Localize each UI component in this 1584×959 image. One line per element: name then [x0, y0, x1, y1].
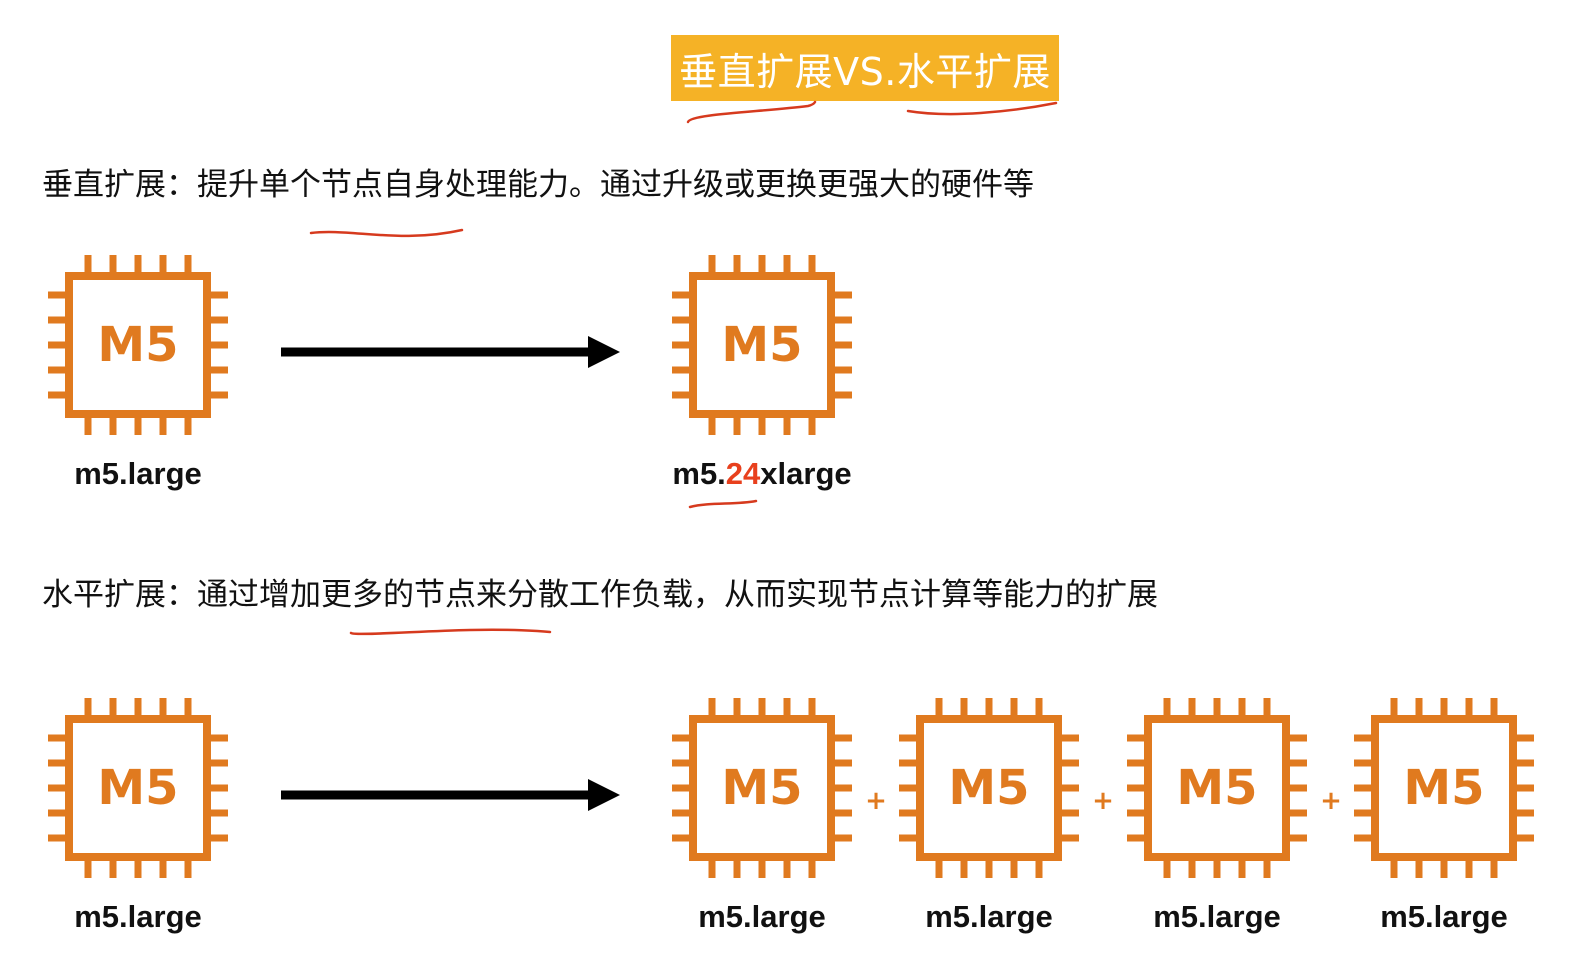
title-underline-right	[906, 101, 1058, 116]
vertical-to-label: m5.24xlarge	[652, 456, 872, 492]
chip-icon-horizontal-to-4: M5	[1352, 696, 1536, 880]
chip-text: M5	[97, 317, 179, 373]
vertical-keyword-underline	[309, 228, 464, 238]
horizontal-from-label: m5.large	[74, 899, 202, 934]
diagram-title: 垂直扩展VS.水平扩展	[671, 35, 1059, 101]
title-underline-left	[686, 100, 817, 124]
plus-icon: +	[1320, 786, 1342, 816]
plus-icon: +	[1092, 786, 1114, 816]
chip-icon-horizontal-from: M5	[46, 696, 230, 880]
chip-text: M5	[1176, 760, 1258, 816]
chip-icon-vertical-from: M5	[46, 253, 230, 437]
chip-icon-horizontal-to-3: M5	[1125, 696, 1309, 880]
chip-text: M5	[97, 760, 179, 816]
horizontal-arrow-icon	[281, 779, 620, 811]
chip-text: M5	[721, 760, 803, 816]
vertical-scaling-description: 垂直扩展：提升单个节点自身处理能力。通过升级或更换更强大的硬件等	[42, 167, 1034, 203]
chip-icon-horizontal-to-2: M5	[897, 696, 1081, 880]
vertical-to-label-prefix: m5.	[672, 456, 726, 491]
vertical-to-label-highlight: 24	[725, 456, 761, 491]
horizontal-to-label-4: m5.large	[1380, 899, 1508, 934]
chip-icon-vertical-to: M5	[670, 253, 854, 437]
chip-text: M5	[948, 760, 1030, 816]
vertical-arrow-icon	[281, 336, 620, 368]
horizontal-to-label-2: m5.large	[925, 899, 1053, 934]
vertical-from-label: m5.large	[74, 456, 202, 491]
horizontal-scaling-description: 水平扩展：通过增加更多的节点来分散工作负载，从而实现节点计算等能力的扩展	[42, 577, 1158, 613]
horizontal-to-label-1: m5.large	[698, 899, 826, 934]
vertical-label-underline	[688, 499, 758, 509]
plus-icon: +	[865, 786, 887, 816]
vertical-to-label-suffix: xlarge	[760, 456, 852, 491]
chip-icon-horizontal-to-1: M5	[670, 696, 854, 880]
horizontal-keyword-underline	[349, 628, 552, 636]
chip-text: M5	[721, 317, 803, 373]
horizontal-to-label-3: m5.large	[1153, 899, 1281, 934]
chip-text: M5	[1403, 760, 1485, 816]
